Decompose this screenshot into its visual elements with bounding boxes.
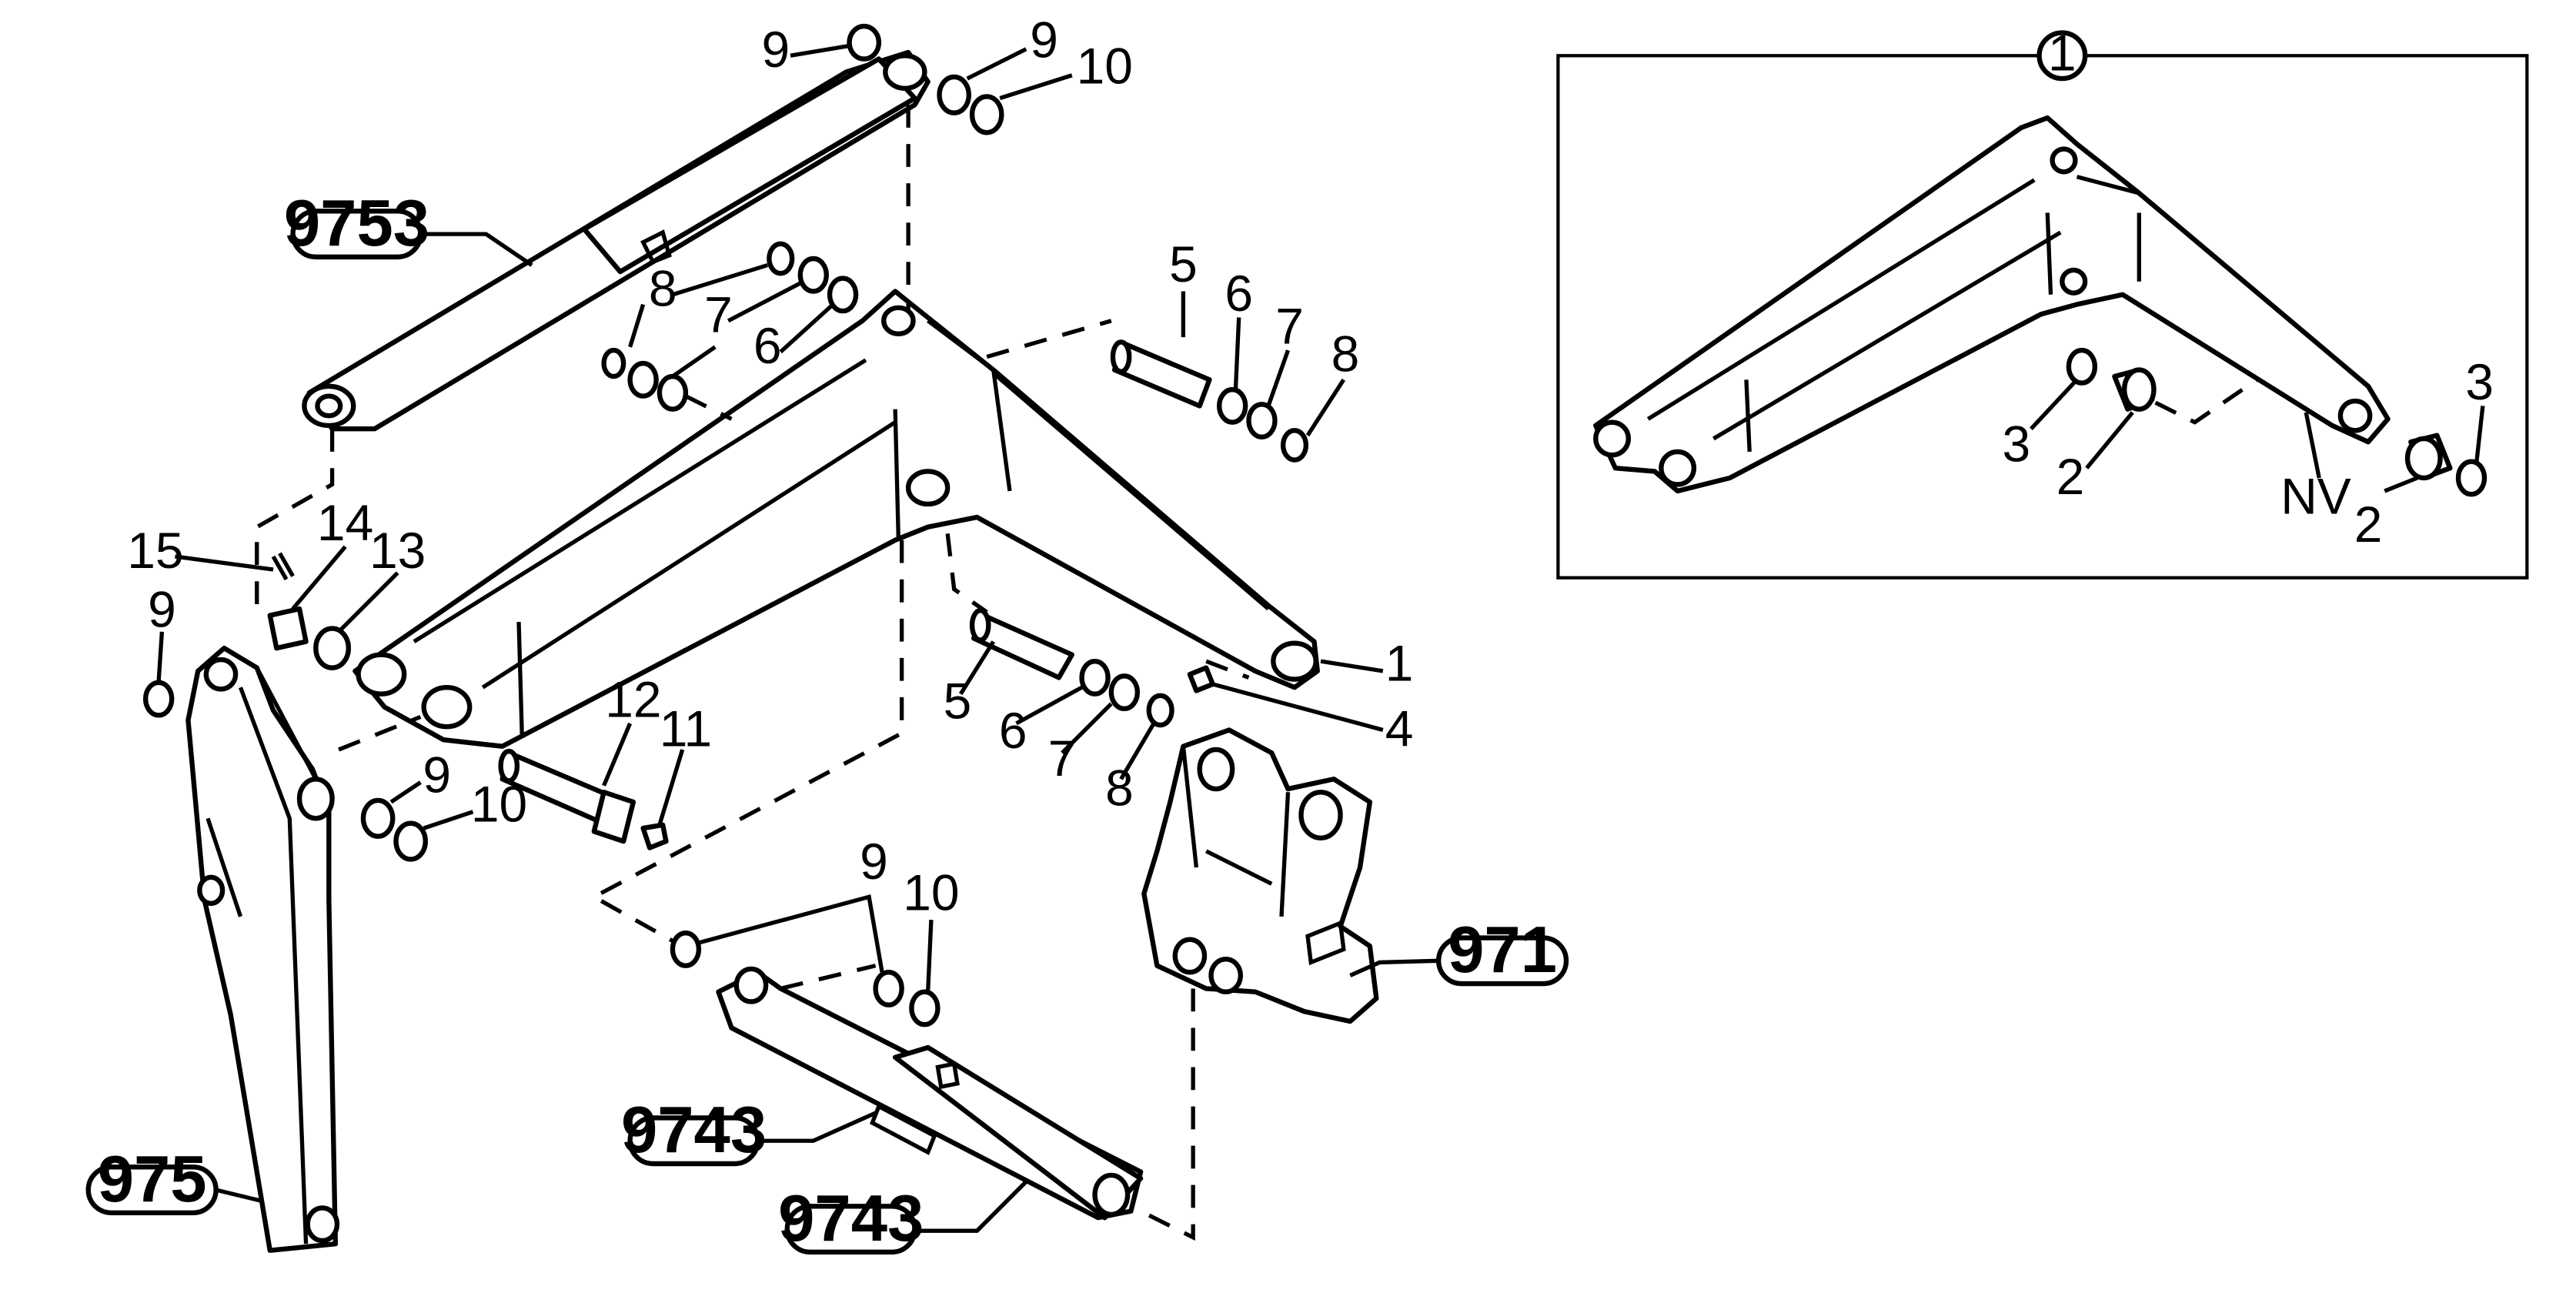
ring-9-right	[937, 74, 972, 115]
callout-1: 1	[1385, 635, 1414, 692]
inset-bushing-2b	[2404, 433, 2453, 481]
dipper-arm	[185, 645, 340, 1253]
ring-9-low2	[873, 969, 904, 1007]
callout-12: 12	[605, 670, 661, 727]
callout-15: 15	[127, 522, 183, 579]
callout-6c: 6	[753, 317, 782, 374]
lower-cylinder	[716, 966, 1144, 1221]
ring-10-low	[909, 989, 941, 1027]
ring-10-top	[969, 94, 1004, 135]
ring-8-lower	[1146, 693, 1174, 728]
washer-13	[313, 626, 352, 670]
castle-nut-14	[267, 606, 309, 651]
callout-9c: 9	[148, 580, 176, 637]
svg-text:971: 971	[1448, 914, 1557, 987]
svg-text:9743: 9743	[621, 1094, 767, 1167]
ring-9-top	[847, 23, 882, 62]
inset-detail: 1 3 2 3 2 NV	[1556, 24, 2529, 580]
inset-callout-3a: 3	[2003, 416, 2031, 473]
pin-5-upper	[1110, 339, 1212, 409]
svg-text:9743: 9743	[778, 1182, 924, 1255]
callout-8a: 8	[1331, 326, 1360, 383]
ring-6-mid	[827, 276, 859, 314]
inset-badge-label: 1	[2048, 24, 2077, 81]
inset-callout-2a: 2	[2056, 448, 2085, 505]
svg-text:975: 975	[98, 1143, 207, 1216]
ring-6-lower	[1079, 658, 1111, 697]
callout-8c: 8	[649, 260, 677, 317]
pin-12	[498, 748, 636, 844]
ring-6-mid2	[657, 373, 689, 412]
ring-8-upper	[1280, 428, 1309, 463]
ref-9743-b: 9743	[778, 1182, 924, 1255]
inset-callout-3b: 3	[2465, 353, 2494, 410]
callout-14: 14	[317, 494, 373, 551]
ring-8-mid	[767, 241, 795, 276]
callout-4: 4	[1385, 700, 1414, 757]
inset-callout-nv: NV	[2280, 468, 2351, 525]
callout-7c: 7	[704, 286, 733, 343]
inset-callout-2b: 2	[2354, 496, 2383, 553]
callout-9d: 9	[423, 746, 451, 803]
callout-13: 13	[369, 522, 426, 579]
ring-10-arm	[393, 820, 428, 862]
callout-6b: 6	[999, 702, 1027, 759]
callout-8b: 8	[1105, 759, 1134, 816]
ring-7-mid	[797, 256, 829, 294]
assembly-lines	[255, 105, 1250, 1241]
grease-fitting-4	[1187, 665, 1215, 693]
callout-5a: 5	[1169, 236, 1198, 292]
svg-text:9753: 9753	[284, 187, 429, 260]
ring-9-low1	[670, 930, 702, 968]
upper-cylinder	[302, 49, 931, 432]
ring-9-arm	[360, 797, 396, 839]
inset-badge-circle	[2036, 30, 2088, 82]
callout-5b: 5	[944, 673, 972, 730]
ring-9-left	[142, 680, 175, 718]
ring-8-mid2	[601, 347, 626, 379]
ref-9753: 9753	[284, 187, 429, 260]
ring-6-upper	[1216, 386, 1248, 425]
ref-9743-a: 9743	[621, 1094, 767, 1167]
callout-10a: 10	[1077, 37, 1133, 94]
callout-9b: 9	[1030, 11, 1058, 68]
callout-6a: 6	[1225, 265, 1253, 322]
ring-7-upper	[1246, 402, 1278, 439]
callout-9a: 9	[762, 21, 790, 78]
ref-975: 975	[85, 1143, 219, 1216]
nut-11	[640, 822, 669, 850]
callout-10b: 10	[471, 776, 527, 833]
pin-5-lower	[969, 608, 1074, 680]
swing-bracket	[1141, 727, 1379, 1024]
inset-bushing-2a	[2112, 367, 2157, 412]
inset-ring-3a	[2066, 347, 2098, 386]
ref-971: 971	[1435, 914, 1569, 987]
ring-7-mid2	[627, 360, 659, 399]
inset-ring-3b	[2455, 459, 2487, 497]
main-boom	[352, 289, 1320, 749]
callout-7b: 7	[1048, 730, 1077, 787]
callout-9e: 9	[860, 833, 888, 890]
ring-7-lower	[1108, 673, 1141, 711]
inset-boom	[1593, 115, 2391, 494]
callout-11: 11	[660, 700, 712, 757]
callout-10c: 10	[903, 864, 959, 920]
callout-7a: 7	[1275, 298, 1304, 355]
cotter-pin-15	[271, 552, 295, 581]
